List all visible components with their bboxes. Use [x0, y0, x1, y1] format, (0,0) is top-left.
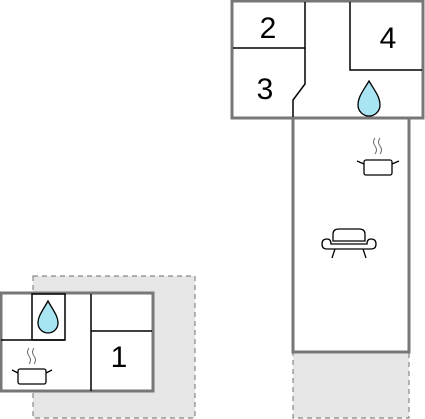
right-building: 2 3 4: [230, 0, 425, 419]
room-1-label: 1: [111, 341, 128, 374]
cooking-pot-icon: [356, 137, 400, 176]
room-3-label: 3: [257, 73, 274, 106]
water-drop-icon: [37, 299, 59, 334]
room-4-walls: [349, 2, 422, 71]
water-drop-icon: [357, 79, 381, 117]
terrace-right: [292, 351, 410, 419]
right-house-top: [230, 0, 425, 120]
sofa-icon: [321, 228, 377, 259]
room-3-walls: [292, 48, 306, 117]
left-building: 1: [0, 275, 196, 419]
cooking-pot-icon: [11, 347, 53, 385]
room-4-label: 4: [380, 22, 397, 55]
room-1-walls: [90, 294, 152, 391]
room-2-label: 2: [260, 12, 277, 45]
